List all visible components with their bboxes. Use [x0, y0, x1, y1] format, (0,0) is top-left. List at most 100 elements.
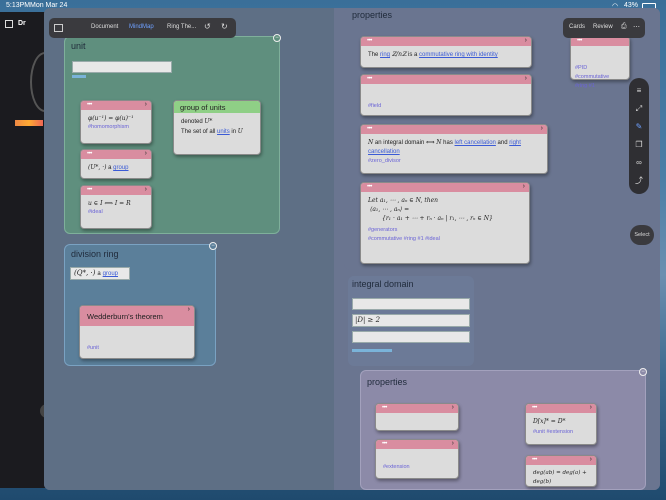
dx-tag[interactable]: #unit #extension: [533, 429, 574, 435]
properties-panel[interactable]: properties •••› The ring ℤ/nℤ is a commu…: [344, 8, 660, 270]
cancel-link-left[interactable]: left cancellation: [454, 140, 496, 146]
card-group[interactable]: •••› (U*, ·) a group: [80, 149, 152, 179]
integral-formula-box[interactable]: |D| ≥ 2: [352, 314, 470, 327]
dots-icon[interactable]: •••: [382, 441, 387, 447]
more-icon[interactable]: ⋯: [633, 24, 640, 31]
inner-properties-panel[interactable]: properties − •••› •••› #extension •••› D…: [360, 368, 647, 490]
chevron-icon[interactable]: ›: [589, 456, 592, 463]
ext-tag[interactable]: #extension: [383, 464, 410, 470]
redo-icon[interactable]: ↻: [221, 22, 228, 31]
status-battery: 43%: [624, 2, 639, 9]
card-ideal[interactable]: •••› u ∈ I ⟺ I = R #ideal: [80, 185, 152, 229]
units-link[interactable]: units: [217, 129, 230, 135]
grid-icon[interactable]: [5, 20, 13, 28]
ideal-tag[interactable]: #ideal: [88, 209, 103, 215]
units-line2-end: in: [231, 129, 237, 135]
unit-input[interactable]: [72, 61, 172, 73]
collapse-icon[interactable]: −: [639, 368, 647, 376]
card-wedderburn[interactable]: Wedderburn's theorem › #unit: [79, 305, 195, 359]
group-link[interactable]: group: [113, 165, 129, 171]
dots-icon[interactable]: •••: [367, 38, 372, 44]
dots-icon[interactable]: •••: [87, 151, 92, 157]
card-integral-domain-cancel[interactable]: •••› N an integral domain ⟺ N has left c…: [360, 124, 548, 174]
zn-link-comm[interactable]: commutative ring with identity: [419, 52, 498, 58]
dots-icon[interactable]: •••: [87, 102, 92, 108]
integral-domain-panel[interactable]: integral domain |D| ≥ 2: [348, 276, 474, 366]
card-group-of-units[interactable]: group of units denoted U* The set of all…: [173, 100, 261, 155]
card-degree[interactable]: •••› deg(ab) = deg(a) + deg(b): [525, 455, 597, 487]
division-formula: (Q*, ·): [74, 269, 96, 277]
chevron-icon[interactable]: ›: [451, 404, 454, 411]
sidebar-icon[interactable]: [54, 24, 63, 32]
dots-icon[interactable]: •••: [532, 405, 537, 411]
tab-mindmap[interactable]: MindMap: [129, 24, 154, 30]
unit-link-stub[interactable]: [72, 75, 86, 78]
chevron-icon[interactable]: ›: [144, 186, 147, 193]
tab-document[interactable]: Document: [91, 24, 119, 30]
card-ring-zn[interactable]: •••› The ring ℤ/nℤ is a commutative ring…: [360, 36, 532, 68]
gen-tag2[interactable]: #commutative #ring #1 #ideal: [368, 236, 440, 242]
chevron-icon[interactable]: ›: [589, 404, 592, 411]
dots-icon[interactable]: •••: [367, 76, 372, 82]
chevron-icon[interactable]: ›: [522, 183, 525, 190]
undo-icon[interactable]: ↺: [204, 22, 211, 31]
integral-input-1[interactable]: [352, 298, 470, 310]
copy-icon[interactable]: ❐: [635, 140, 643, 149]
integral-input-3[interactable]: [352, 331, 470, 343]
cancel-link-right[interactable]: right cancellation: [368, 140, 521, 155]
link-icon[interactable]: ∞: [636, 158, 642, 167]
list-icon[interactable]: ≡: [636, 86, 642, 95]
integral-link-stub[interactable]: [352, 349, 392, 352]
app-title: Dr: [18, 20, 26, 27]
print-icon[interactable]: ⎙: [621, 23, 627, 30]
select-button[interactable]: Select: [630, 225, 654, 245]
chevron-icon[interactable]: ›: [524, 37, 527, 44]
card-header: ••• ›: [526, 404, 596, 413]
cards-button[interactable]: Cards: [569, 24, 586, 30]
pid-tag[interactable]: #PID #commutative #ring #1: [575, 65, 610, 89]
tab-current[interactable]: Ring The...: [167, 24, 197, 30]
dots-icon[interactable]: •••: [577, 38, 582, 44]
wifi-icon: ◠: [612, 3, 619, 10]
mindmap-canvas[interactable]: unit − •••› φ(u⁻¹) = φ(u)⁻¹ #homomorphis…: [44, 8, 660, 490]
chevron-icon[interactable]: ›: [144, 101, 147, 108]
dots-icon[interactable]: •••: [367, 184, 372, 190]
card-pid[interactable]: ••• #PID #commutative #ring #1: [570, 36, 630, 89]
card-field[interactable]: ••• › #field: [360, 74, 532, 116]
card-dx-units[interactable]: •••› D[x]* = D* #unit #extension: [525, 403, 597, 445]
chevron-icon[interactable]: ›: [144, 150, 147, 157]
pen-icon[interactable]: ✎: [635, 122, 643, 131]
zn-link-ring[interactable]: ring: [380, 52, 391, 58]
background-app[interactable]: Dr ›: [0, 12, 60, 488]
cancel-tag[interactable]: #zero_divisor: [368, 158, 401, 164]
review-button[interactable]: Review: [593, 24, 613, 30]
collapse-icon[interactable]: −: [209, 242, 217, 250]
card-empty[interactable]: ••• ›: [375, 403, 459, 431]
collapse-icon[interactable]: −: [273, 34, 281, 42]
unit-panel[interactable]: unit − •••› φ(u⁻¹) = φ(u)⁻¹ #homomorphis…: [64, 34, 281, 234]
card-generators[interactable]: •••› Let a₁, ⋯ , aₙ ∈ N, then ⟨a₁, ⋯ , a…: [360, 182, 530, 264]
division-ring-panel[interactable]: division ring − (Q*, ·) a group Wedderbu…: [64, 242, 217, 366]
division-formula-box[interactable]: (Q*, ·) a group: [70, 267, 130, 280]
card-header: ••• ›: [361, 37, 531, 46]
gen-tag1[interactable]: #generators: [368, 227, 398, 233]
field-tag[interactable]: #field: [368, 103, 382, 109]
properties-title: properties: [352, 10, 393, 20]
chevron-icon[interactable]: ›: [187, 306, 190, 313]
division-link[interactable]: group: [102, 271, 118, 277]
dots-icon[interactable]: •••: [532, 457, 537, 463]
dots-icon[interactable]: •••: [382, 405, 387, 411]
homo-tag[interactable]: #homomorphism: [88, 124, 129, 130]
chevron-icon[interactable]: ›: [451, 440, 454, 447]
chevron-icon[interactable]: ›: [524, 75, 527, 82]
homo-formula: φ(u⁻¹) = φ(u)⁻¹: [88, 115, 134, 122]
chevron-icon[interactable]: ›: [540, 125, 543, 132]
curve-icon[interactable]: ⤴: [635, 176, 643, 185]
dots-icon[interactable]: •••: [87, 187, 92, 193]
expand-icon[interactable]: ⤢: [635, 104, 643, 113]
dots-icon[interactable]: •••: [367, 126, 372, 132]
wedderburn-tag[interactable]: #unit: [87, 345, 99, 351]
wedderburn-title: Wedderburn's theorem: [87, 312, 163, 321]
card-extension[interactable]: ••• › #extension: [375, 439, 459, 479]
card-homomorphism[interactable]: ••• › φ(u⁻¹) = φ(u)⁻¹ #homomorphism: [80, 100, 152, 144]
